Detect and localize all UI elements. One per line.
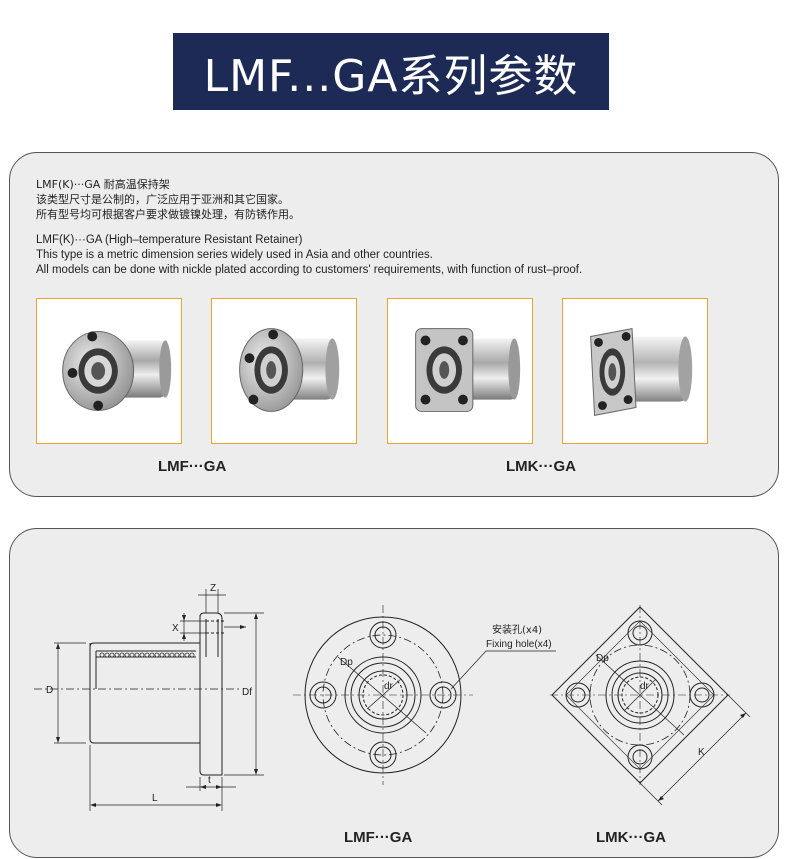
caption-lmk: LMK···GA	[506, 458, 576, 475]
hole-label-en: Fixing hole(x4)	[486, 639, 552, 650]
label-df: Df	[242, 687, 252, 698]
product-photo-lmf-angle	[211, 298, 357, 444]
drawing-panel: Z X D Df L t Dp dr 安装孔(x4) Fixing hole(x…	[9, 528, 779, 858]
caption-lmf: LMF···GA	[158, 458, 227, 475]
drawing-caption-lmf: LMF···GA	[344, 829, 413, 846]
page-title: LMF...GA系列参数	[173, 33, 609, 110]
product-photo-lmf-front	[36, 298, 182, 444]
square-flange-front-view	[550, 605, 751, 806]
label-d: D	[46, 685, 53, 696]
label-l: L	[152, 793, 158, 804]
page-title-text: LMF...GA系列参数	[203, 50, 579, 102]
intro-cn-line-3: 所有型号均可根据客户要求做镀镍处理，有防锈作用。	[36, 208, 300, 221]
product-photo-lmk-front	[387, 298, 533, 444]
label-z: Z	[210, 583, 216, 594]
intro-english: LMF(K)···GA (High–temperature Resistant …	[36, 233, 582, 278]
product-photo-lmk-angle	[562, 298, 708, 444]
intro-cn-line-1: LMF(K)···GA 耐高温保持架	[36, 178, 170, 191]
label-k: K	[698, 747, 705, 758]
intro-cn-line-2: 该类型尺寸是公制的，广泛应用于亚洲和其它国家。	[36, 193, 289, 206]
round-flange-front-view	[293, 605, 556, 785]
hole-label-cn: 安装孔(x4)	[492, 623, 542, 636]
intro-en-line-2: This type is a metric dimension series w…	[36, 249, 433, 261]
label-x: X	[172, 623, 179, 634]
label-dp-square: Dp	[596, 653, 609, 664]
drawing-caption-lmk: LMK···GA	[596, 829, 666, 846]
side-section-view	[34, 589, 264, 811]
intro-chinese: LMF(K)···GA 耐高温保持架 该类型尺寸是公制的，广泛应用于亚洲和其它国…	[36, 177, 300, 222]
label-t: t	[208, 775, 211, 786]
intro-en-line-1: LMF(K)···GA (High–temperature Resistant …	[36, 234, 303, 246]
technical-drawing: Z X D Df L t Dp dr 安装孔(x4) Fixing hole(x…	[34, 583, 751, 811]
product-panel: LMF(K)···GA 耐高温保持架 该类型尺寸是公制的，广泛应用于亚洲和其它国…	[9, 152, 779, 497]
intro-en-line-3: All models can be done with nickle plate…	[36, 264, 583, 276]
label-dr-square: dr	[640, 681, 650, 692]
label-dr-round: dr	[384, 681, 394, 692]
label-dp-round: Dp	[340, 657, 353, 668]
